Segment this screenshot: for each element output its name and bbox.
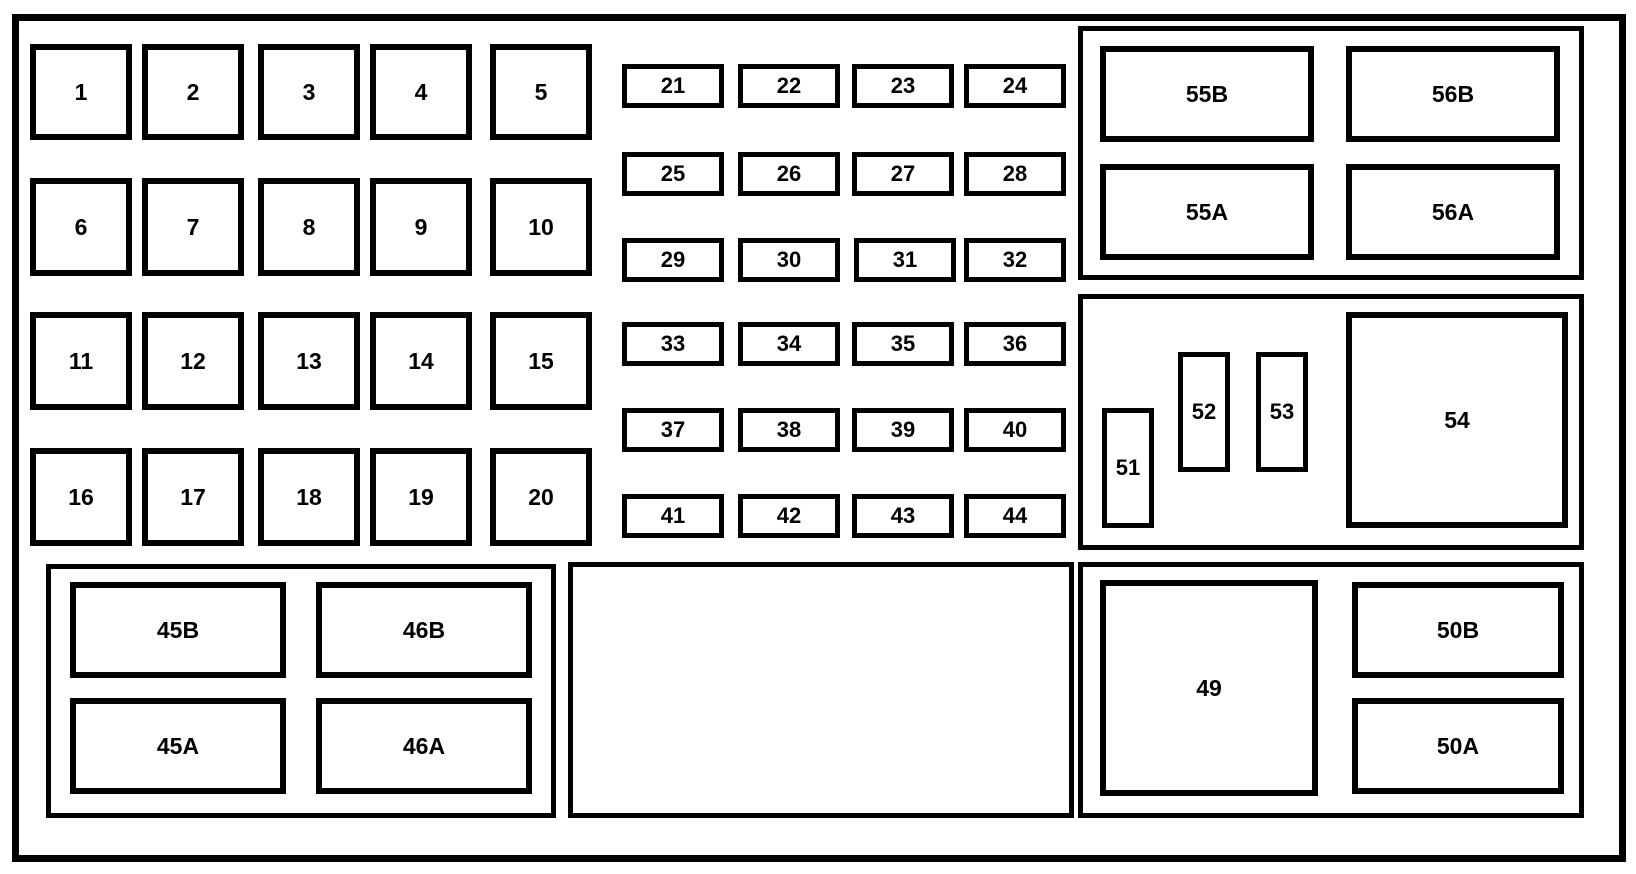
relay-46a: 46A [316,698,532,794]
fuse-24: 24 [964,64,1066,108]
relay-45a: 45A [70,698,286,794]
fuse-33: 33 [622,322,724,366]
fuse-8: 8 [258,178,360,276]
fuse-34: 34 [738,322,840,366]
relay-54: 54 [1346,312,1568,528]
fuse-3: 3 [258,44,360,140]
fuse-29: 29 [622,238,724,282]
fuse-31: 31 [854,238,956,282]
fuse-52: 52 [1178,352,1230,472]
fuse-10: 10 [490,178,592,276]
fuse-14: 14 [370,312,472,410]
fuse-18: 18 [258,448,360,546]
fuse-41: 41 [622,494,724,538]
fuse-53: 53 [1256,352,1308,472]
fuse-19: 19 [370,448,472,546]
fuse-26: 26 [738,152,840,196]
fuse-51: 51 [1102,408,1154,528]
empty-slot [568,562,1074,818]
fuse-6: 6 [30,178,132,276]
fuse-11: 11 [30,312,132,410]
fuse-37: 37 [622,408,724,452]
fuse-25: 25 [622,152,724,196]
fuse-21: 21 [622,64,724,108]
fuse-23: 23 [852,64,954,108]
fuse-27: 27 [852,152,954,196]
fuse-35: 35 [852,322,954,366]
relay-49: 49 [1100,580,1318,796]
fuse-20: 20 [490,448,592,546]
relay-50a: 50A [1352,698,1564,794]
fuse-44: 44 [964,494,1066,538]
fuse-40: 40 [964,408,1066,452]
fuse-4: 4 [370,44,472,140]
fuse-1: 1 [30,44,132,140]
relay-45b: 45B [70,582,286,678]
relay-55b: 55B [1100,46,1314,142]
fuse-7: 7 [142,178,244,276]
fuse-39: 39 [852,408,954,452]
fuse-17: 17 [142,448,244,546]
fuse-36: 36 [964,322,1066,366]
relay-56b: 56B [1346,46,1560,142]
fuse-28: 28 [964,152,1066,196]
relay-55a: 55A [1100,164,1314,260]
fuse-22: 22 [738,64,840,108]
relay-46b: 46B [316,582,532,678]
fuse-43: 43 [852,494,954,538]
fuse-2: 2 [142,44,244,140]
fuse-5: 5 [490,44,592,140]
fuse-12: 12 [142,312,244,410]
fuse-30: 30 [738,238,840,282]
fuse-15: 15 [490,312,592,410]
fuse-38: 38 [738,408,840,452]
fuse-42: 42 [738,494,840,538]
fuse-13: 13 [258,312,360,410]
fuse-9: 9 [370,178,472,276]
fuse-32: 32 [964,238,1066,282]
fuse-16: 16 [30,448,132,546]
relay-50b: 50B [1352,582,1564,678]
relay-56a: 56A [1346,164,1560,260]
